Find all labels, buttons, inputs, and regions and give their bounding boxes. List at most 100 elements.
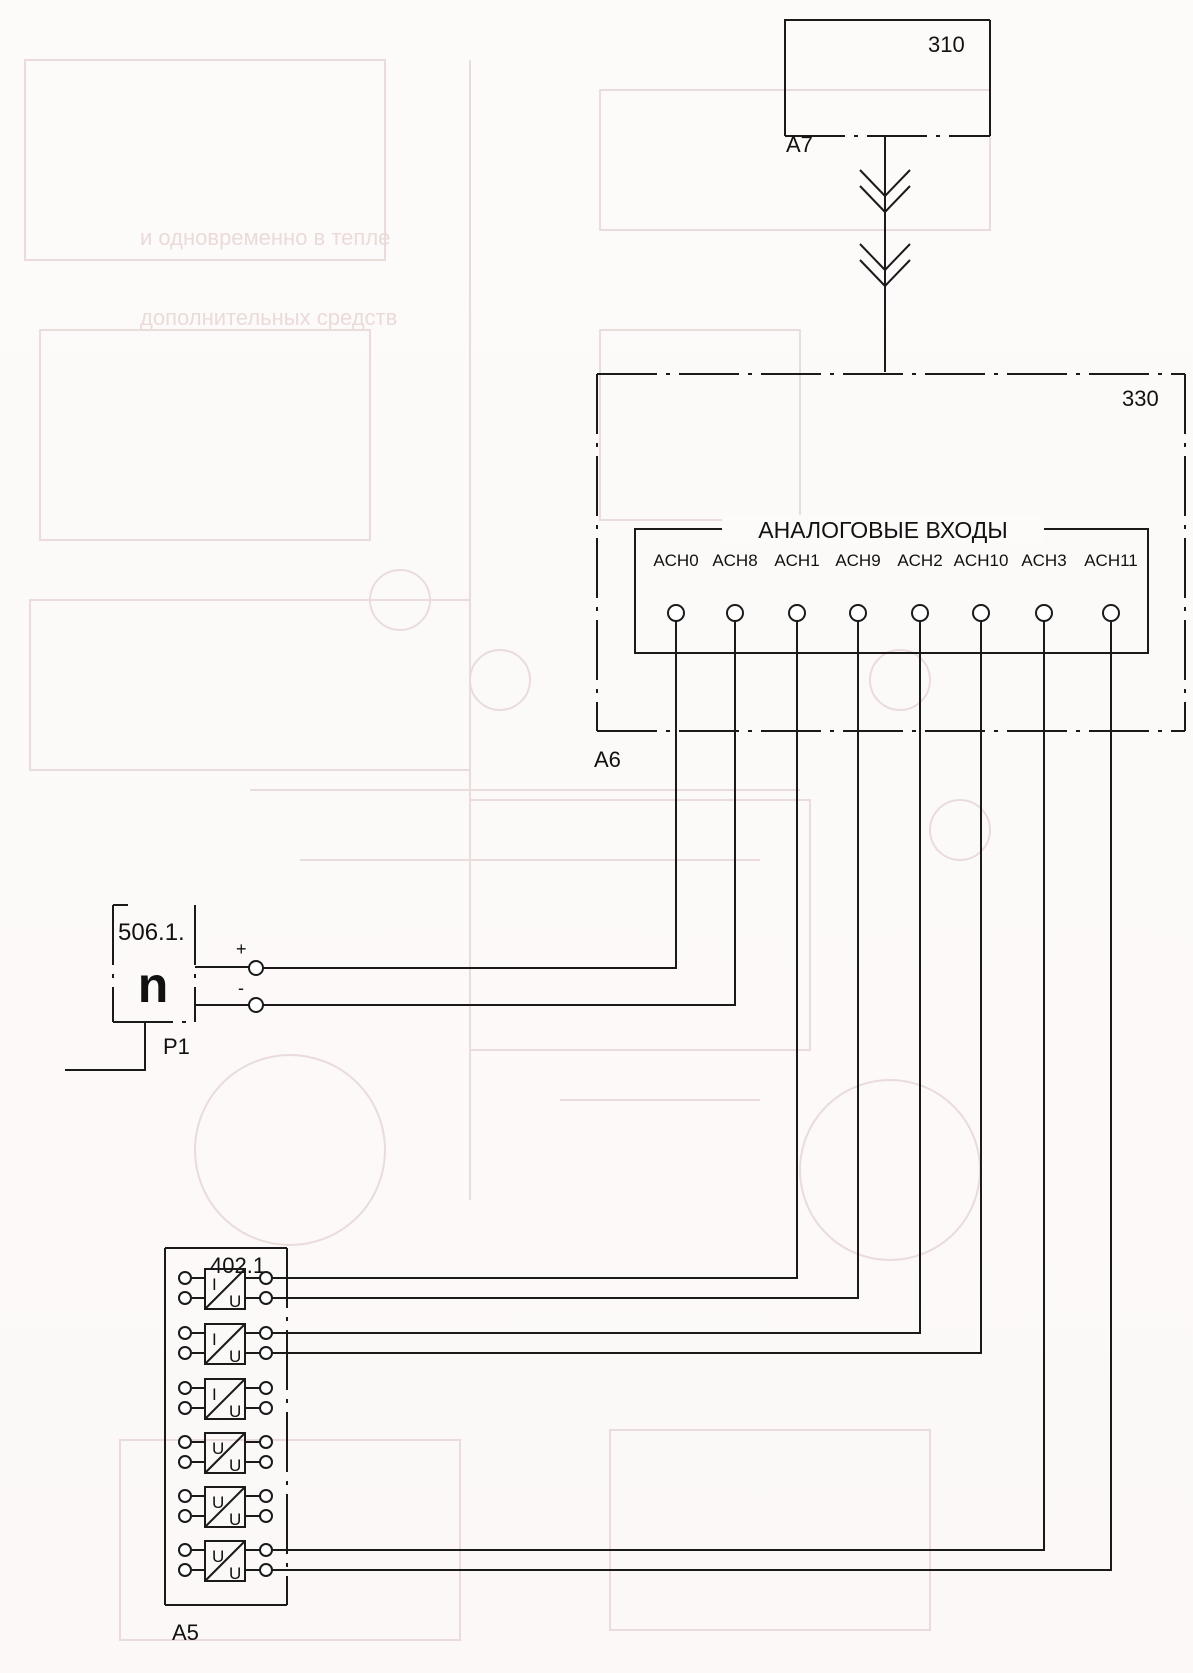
converter-output-type: U: [229, 1402, 241, 1421]
converter-input-type: U: [212, 1439, 224, 1458]
converter-output-type: U: [229, 1292, 241, 1311]
converter-out-terminal-upper: [259, 1435, 273, 1449]
plus-terminal: [248, 960, 264, 976]
analog-inputs-frame: [634, 528, 1149, 654]
minus-terminal: [248, 997, 264, 1013]
analog-input-label-ach3: ACH3: [1021, 551, 1066, 570]
converter-output-type: U: [229, 1347, 241, 1366]
analog-input-terminal-ach8: [726, 604, 744, 622]
converter-diagonal: [205, 1269, 245, 1309]
svg-text:и одновременно в тепле: и одновременно в тепле: [140, 225, 390, 250]
block-330-id: 330: [1122, 386, 1159, 411]
converter-out-terminal-lower: [259, 1509, 273, 1523]
analog-input-terminal-ach0: [667, 604, 685, 622]
converter-6: UU: [178, 1540, 273, 1583]
converter-in-terminal-lower: [178, 1563, 192, 1577]
analog-input-terminals: [667, 604, 1120, 622]
converter-diagonal: [205, 1541, 245, 1581]
converter-input-type: I: [212, 1385, 217, 1404]
connector-chevron-1: [859, 169, 911, 198]
analog-input-label-ach1: ACH1: [774, 551, 819, 570]
converter-in-terminal-lower: [178, 1509, 192, 1523]
analog-input-label-ach9: ACH9: [835, 551, 880, 570]
converter-in-terminal-lower: [178, 1401, 192, 1415]
converter-box: [204, 1378, 246, 1420]
signal-wires: [263, 621, 1112, 1571]
converter-box: [204, 1268, 246, 1310]
connector-chevron-2: [859, 185, 911, 214]
converter-input-type: U: [212, 1547, 224, 1566]
converter-input-type: I: [212, 1330, 217, 1349]
svg-text:дополнительных средств: дополнительных средств: [140, 305, 397, 330]
converter-box: [204, 1540, 246, 1582]
converter-5: UU: [178, 1486, 273, 1529]
analog-input-terminal-ach11: [1102, 604, 1120, 622]
wire-ach8: [263, 621, 736, 1006]
analog-input-label-ach2: ACH2: [897, 551, 942, 570]
analog-input-terminal-ach3: [1035, 604, 1053, 622]
wire-ach3: [272, 621, 1045, 1551]
connector-chevron-4: [859, 259, 911, 288]
connector-chevron-3: [859, 243, 911, 272]
speed-sensor-symbol: n: [138, 957, 169, 1013]
converter-3: IU: [178, 1378, 273, 1421]
converter-in-terminal-upper: [178, 1489, 192, 1503]
converter-diagonal: [205, 1379, 245, 1419]
block-310-outline: [784, 19, 990, 136]
block-330: 330 A6 АНАЛОГОВЫЕ ВХОДЫ ACH0 ACH8 ACH1 ACH9…: [594, 373, 1186, 772]
converter-diagonal: [205, 1433, 245, 1473]
converter-out-terminal-upper: [259, 1271, 273, 1285]
converter-output-type: U: [229, 1510, 241, 1529]
converter-in-terminal-upper: [178, 1381, 192, 1395]
converter-in-terminal-lower: [178, 1346, 192, 1360]
connector-310-330: [859, 136, 911, 372]
converter-2: IU: [178, 1323, 273, 1366]
converter-in-terminal-upper: [178, 1326, 192, 1340]
converter-in-terminal-upper: [178, 1271, 192, 1285]
block-402-id: 402.1: [210, 1253, 265, 1278]
converter-4: UU: [178, 1432, 273, 1475]
wire-ach11: [272, 621, 1112, 1571]
analog-input-label-ach11: ACH11: [1084, 551, 1138, 570]
converter-input-type: U: [212, 1493, 224, 1512]
converter-diagonal: [205, 1324, 245, 1364]
analog-input-label-ach10: ACH10: [954, 551, 1009, 570]
analog-input-label-ach8: ACH8: [712, 551, 757, 570]
analog-input-terminal-ach1: [788, 604, 806, 622]
background-show-through: и одновременно в тепле дополнительных ср…: [24, 59, 991, 1641]
analog-input-terminal-ach9: [849, 604, 867, 622]
converter-diagonal: [205, 1487, 245, 1527]
converter-out-terminal-upper: [259, 1381, 273, 1395]
minus-label: -: [238, 978, 244, 998]
block-330-designator: A6: [594, 747, 621, 772]
block-402-designator: A5: [172, 1620, 199, 1645]
analog-inputs-title: АНАЛОГОВЫЕ ВХОДЫ: [758, 517, 1008, 543]
plus-label: +: [236, 939, 247, 959]
converter-output-type: U: [229, 1456, 241, 1475]
converter-out-terminal-lower: [259, 1401, 273, 1415]
converter-in-terminal-upper: [178, 1435, 192, 1449]
converter-out-terminal-lower: [259, 1346, 273, 1360]
block-310: 310 A7: [784, 19, 991, 157]
converter-in-terminal-upper: [178, 1543, 192, 1557]
block-506-id: 506.1.: [118, 919, 185, 946]
converter-out-terminal-lower: [259, 1291, 273, 1305]
wire-ach9: [272, 621, 859, 1299]
analog-input-terminal-ach2: [911, 604, 929, 622]
analog-inputs-title-gap: [722, 515, 1044, 543]
block-506-designator: P1: [163, 1034, 190, 1059]
analog-input-labels: ACH0 ACH8 ACH1 ACH9 ACH2 ACH10 ACH3 ACH11: [653, 551, 1137, 570]
analog-input-label-ach0: ACH0: [653, 551, 698, 570]
converter-out-terminal-upper: [259, 1489, 273, 1503]
converter-out-terminal-upper: [259, 1543, 273, 1557]
converter-in-terminal-lower: [178, 1291, 192, 1305]
wire-ach2: [272, 621, 921, 1334]
converter-out-terminal-upper: [259, 1326, 273, 1340]
block-310-designator: A7: [786, 132, 813, 157]
converter-in-terminal-lower: [178, 1455, 192, 1469]
converter-box: [204, 1432, 246, 1474]
block-506-ground-lead: [65, 1022, 146, 1071]
